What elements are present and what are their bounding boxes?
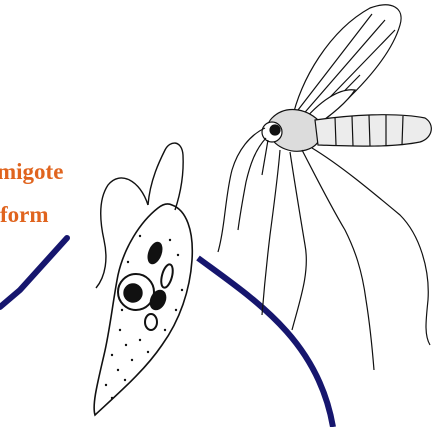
fly-leg-3 <box>302 150 374 370</box>
promastigote-drawing <box>94 143 192 415</box>
fly-leg-1 <box>262 150 280 315</box>
fly-leg-4 <box>312 148 430 345</box>
fly-antenna-left <box>218 128 265 252</box>
fly-wing-main <box>292 5 401 130</box>
fly-proboscis <box>262 140 268 175</box>
form-label-line2: form <box>0 203 49 226</box>
nucleolus <box>124 284 142 302</box>
kinetoplast <box>146 241 165 266</box>
fly-abdomen <box>315 115 431 146</box>
flagellum-tip <box>96 178 148 288</box>
fly-eye <box>270 125 280 135</box>
form-label-line1: migote <box>0 160 63 183</box>
vacuole-upper <box>159 263 175 289</box>
flagellum <box>148 143 183 210</box>
granules <box>105 235 183 399</box>
fly-leg-2 <box>290 152 306 330</box>
fly-antenna-right <box>238 138 266 230</box>
right-pointer-line <box>198 258 333 427</box>
sand-fly-drawing <box>218 5 431 370</box>
left-pointer-line <box>0 238 67 307</box>
vacuole-lower <box>145 314 157 330</box>
vacuole-middle <box>147 288 168 312</box>
